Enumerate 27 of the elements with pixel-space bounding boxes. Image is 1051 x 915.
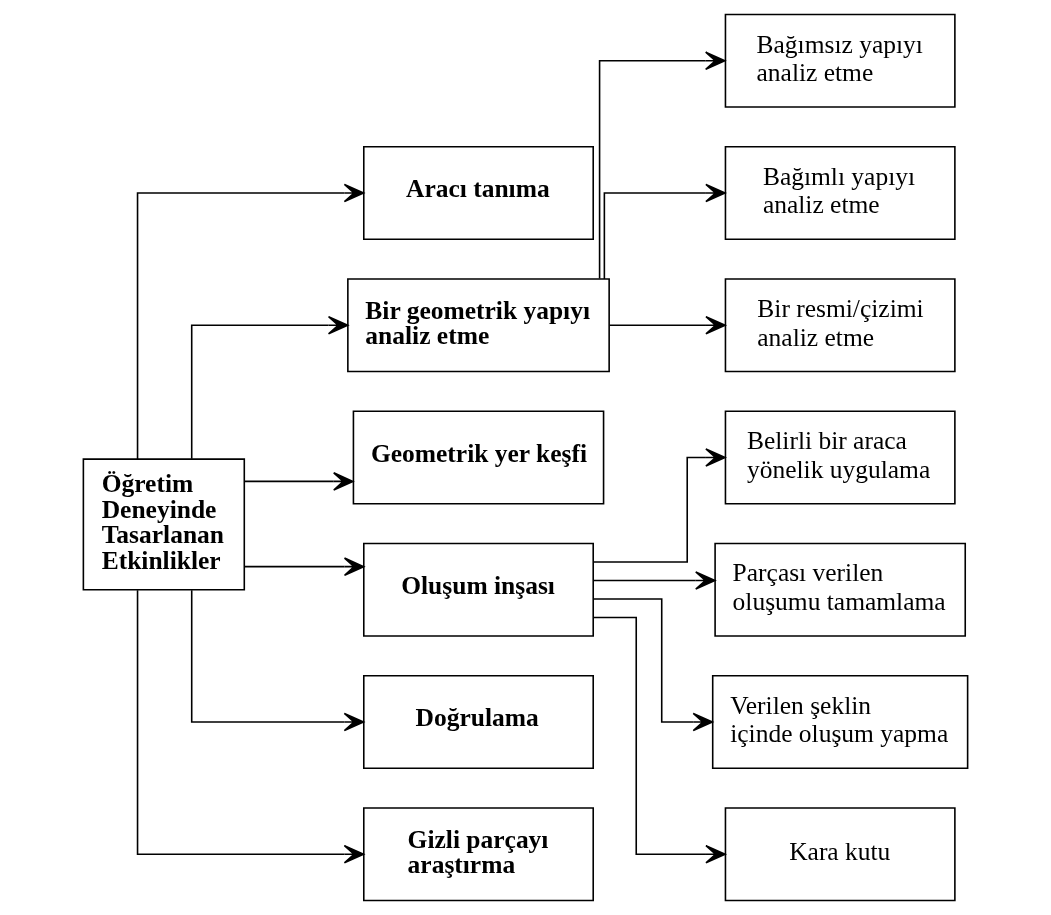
node-box: Doğrulama bbox=[363, 675, 594, 769]
node-box: Bir resmi/çizimi analiz etme bbox=[724, 278, 956, 373]
node-box: Belirli bir araca yönelik uygulama bbox=[724, 410, 956, 505]
arrow bbox=[136, 183, 365, 460]
node-box: Öğretim Deneyinde Tasarlanan Etkinlikler bbox=[82, 458, 246, 591]
arrow bbox=[190, 315, 349, 460]
node-box: Bağımsız yapıyı analiz etme bbox=[724, 13, 956, 108]
arrow bbox=[592, 448, 726, 563]
node-box: Aracı tanıma bbox=[363, 146, 594, 240]
arrow bbox=[592, 598, 714, 732]
node-box: Oluşum inşası bbox=[363, 542, 594, 637]
arrow bbox=[608, 315, 726, 335]
node-box: Bağımlı yapıyı analiz etme bbox=[724, 146, 956, 240]
arrow bbox=[243, 557, 365, 577]
arrow bbox=[136, 589, 365, 864]
node-box: Gizli parçayı araştırma bbox=[363, 807, 594, 902]
node-box: Geometrik yer keşfi bbox=[352, 410, 605, 505]
arrow bbox=[592, 571, 716, 590]
arrow bbox=[243, 472, 354, 491]
arrow bbox=[190, 589, 365, 732]
node-box: Parçası verilen oluşumu tamamlama bbox=[714, 542, 967, 637]
node-box: Bir geometrik yapıyı analiz etme bbox=[347, 278, 610, 373]
node-box: Verilen şeklin içinde oluşum yapma bbox=[711, 675, 969, 769]
arrow bbox=[598, 51, 726, 280]
arrow bbox=[603, 183, 726, 280]
node-box: Kara kutu bbox=[724, 807, 956, 902]
arrow bbox=[592, 616, 726, 864]
